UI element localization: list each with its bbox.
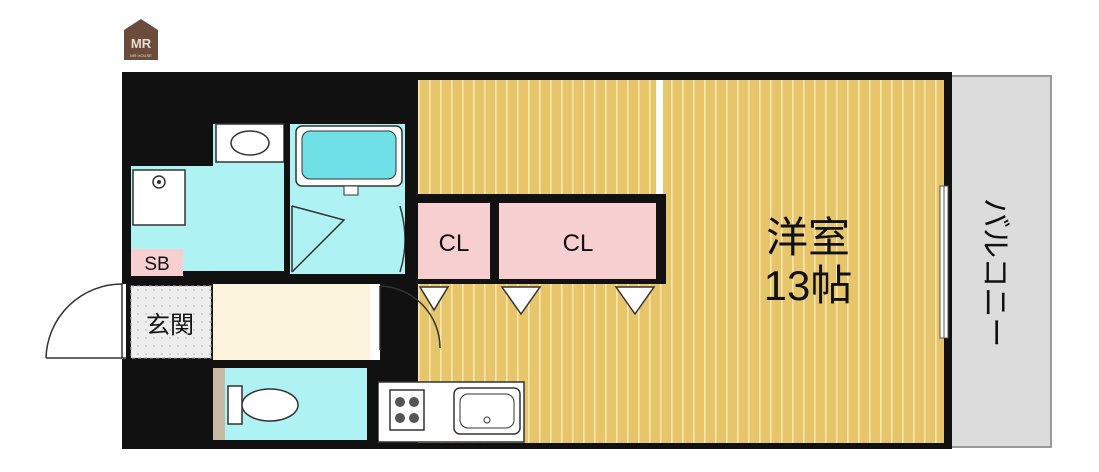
- closet-2-label: CL: [563, 230, 594, 257]
- shoe-box-label: SB: [144, 254, 169, 275]
- house-logo-icon: MR MR HOUSE: [124, 19, 158, 60]
- window-mullion: [656, 80, 663, 195]
- bath-door: [291, 205, 406, 273]
- washbasin-icon: [215, 123, 285, 163]
- gas-stove-icon: [389, 389, 425, 431]
- toilet-room-door: [213, 368, 225, 440]
- kitchen-sink-icon: [453, 387, 521, 435]
- closet-1: [418, 203, 490, 279]
- washing-machine-pan-icon: [132, 169, 186, 226]
- western-room-size: 13帖: [764, 262, 853, 309]
- hallway-floor: [213, 284, 370, 360]
- shoe-box: [131, 249, 183, 276]
- closet-1-label: CL: [439, 230, 470, 257]
- balcony-label: バルコニー: [978, 198, 1011, 347]
- hallway-door: [379, 285, 441, 350]
- balcony: バルコニー: [950, 75, 1052, 448]
- closet-2: [499, 203, 656, 279]
- entrance-door: [45, 283, 126, 359]
- entrance-floor: [130, 285, 212, 359]
- entrance-label: 玄関: [146, 312, 194, 339]
- toilet-icon: [227, 385, 299, 425]
- logo-subtext: MR HOUSE: [130, 53, 152, 58]
- logo-text: MR: [131, 36, 152, 51]
- balcony-window: [939, 185, 949, 339]
- western-room-name: 洋室: [766, 214, 850, 261]
- closet-doors: [418, 286, 656, 316]
- bathtub-icon: [295, 125, 403, 196]
